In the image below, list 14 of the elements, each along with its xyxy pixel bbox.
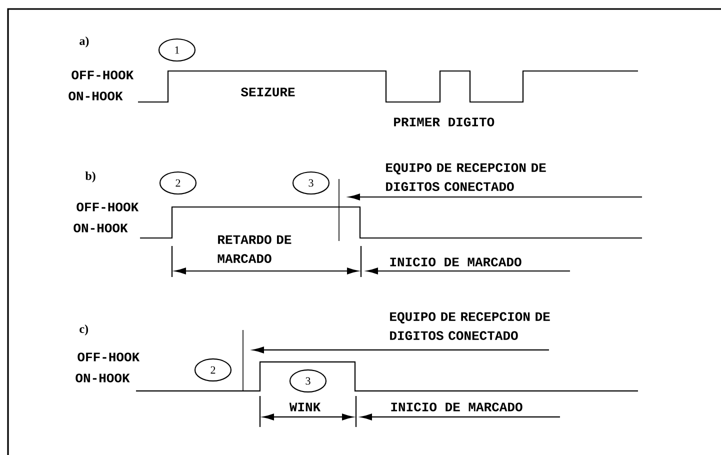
signal-label: RETARDO DE MARCADO xyxy=(218,235,292,263)
signal-label: ON-HOOK xyxy=(74,224,128,232)
panel-label: a) xyxy=(80,36,89,48)
signal-label: PRIMER DIGITO xyxy=(394,118,494,126)
signal-label: INICIO DE MARCADO xyxy=(390,258,522,266)
panel-label: b) xyxy=(85,172,96,182)
signal-label: EQUIPO DE RECEPCION DE DIGITOS CONECTADO xyxy=(386,163,546,191)
panel-label: c) xyxy=(80,324,88,336)
signal-label: ON-HOOK xyxy=(68,92,123,100)
signal-label: SEIZURE xyxy=(240,88,295,96)
signal-label: ON-HOOK xyxy=(76,374,130,382)
signal-label: OFF-HOOK xyxy=(78,352,140,362)
signal-label: EQUIPO DE RECEPCION DE DIGITOS CONECTADO xyxy=(390,312,550,340)
signal-label: INICIO DE MARCADO xyxy=(391,402,522,412)
